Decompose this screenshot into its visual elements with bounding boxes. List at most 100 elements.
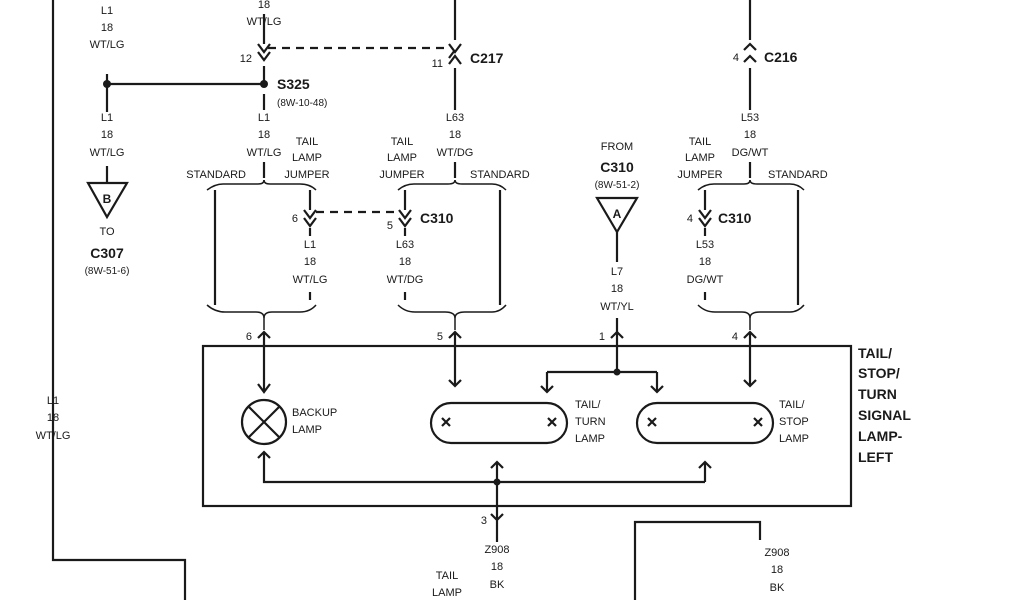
svg-text:TAIL: TAIL	[391, 136, 413, 148]
svg-text:WT/LG: WT/LG	[247, 147, 282, 159]
wire-lines	[51, 0, 800, 600]
svg-text:JUMPER: JUMPER	[379, 169, 424, 181]
svg-text:18: 18	[258, 129, 270, 141]
splice-dot	[260, 80, 268, 88]
svg-text:11: 11	[432, 58, 443, 70]
svg-text:6: 6	[246, 331, 252, 343]
svg-text:5: 5	[437, 331, 443, 343]
svg-text:BK: BK	[770, 582, 785, 594]
svg-text:DG/WT: DG/WT	[687, 274, 724, 286]
svg-text:TURN: TURN	[858, 386, 897, 402]
svg-text:L1: L1	[304, 239, 316, 251]
svg-text:18: 18	[101, 22, 113, 34]
svg-text:18: 18	[101, 129, 113, 141]
svg-text:TAIL/: TAIL/	[779, 399, 805, 411]
wire-label-s325: L1 18 WT/LG	[247, 112, 282, 159]
svg-text:18: 18	[771, 564, 783, 576]
svg-text:18: 18	[258, 0, 270, 11]
svg-text:18: 18	[304, 256, 316, 268]
marker-b: B	[86, 181, 129, 220]
tail-turn-lamp-label: TAIL/ TURN LAMP	[575, 399, 606, 445]
splice-s325: S325	[277, 76, 310, 92]
svg-text:3: 3	[481, 515, 487, 527]
component-title: TAIL/ STOP/ TURN SIGNAL LAMP- LEFT	[858, 345, 911, 465]
option-brackets	[206, 179, 805, 330]
svg-text:Z908: Z908	[764, 547, 789, 559]
svg-text:TURN: TURN	[575, 416, 606, 428]
svg-text:LAMP: LAMP	[685, 152, 715, 164]
svg-text:LAMP-: LAMP-	[858, 428, 903, 444]
svg-text:5: 5	[387, 220, 393, 232]
backup-lamp-label: BACKUP LAMP	[292, 407, 337, 436]
svg-text:BACKUP: BACKUP	[292, 407, 337, 419]
svg-text:STOP/: STOP/	[858, 365, 900, 381]
svg-text:(8W-51-6): (8W-51-6)	[85, 266, 130, 277]
svg-text:4: 4	[687, 213, 693, 225]
to-c307-label: TO C307 (8W-51-6)	[85, 226, 130, 277]
wire-label-top-left: L1 18 WT/LG	[90, 5, 125, 51]
wire-label-left-mid: L1 18 WT/LG	[90, 112, 125, 159]
svg-text:TO: TO	[99, 226, 115, 238]
connector-c216: C216	[764, 49, 798, 65]
bottom-tail-lamp-label: TAIL LAMP	[432, 570, 462, 599]
wire-label-l63-top: L63 18 WT/DG	[437, 112, 474, 159]
svg-text:18: 18	[449, 129, 461, 141]
svg-text:STANDARD: STANDARD	[768, 169, 828, 181]
wire-label-l53-jumper: L53 18 DG/WT	[687, 239, 724, 286]
svg-text:WT/LG: WT/LG	[90, 39, 125, 51]
connector-symbols	[257, 42, 757, 528]
svg-text:4: 4	[733, 52, 739, 64]
svg-text:C307: C307	[90, 245, 124, 261]
from-c310-label: FROM C310 (8W-51-2)	[595, 141, 640, 191]
svg-text:LAMP: LAMP	[575, 433, 605, 445]
svg-text:18: 18	[491, 561, 503, 573]
svg-text:L53: L53	[696, 239, 714, 251]
svg-text:WT/LG: WT/LG	[36, 430, 71, 442]
svg-text:WT/LG: WT/LG	[293, 274, 328, 286]
tail-stop-lamp-label: TAIL/ STOP LAMP	[779, 399, 809, 445]
wire-label-l63-jumper: L63 18 WT/DG	[387, 239, 424, 286]
connector-c217: C217	[470, 50, 504, 66]
wire-label-z908-right: Z908 18 BK	[764, 547, 789, 594]
svg-text:A: A	[613, 207, 622, 221]
svg-text:SIGNAL: SIGNAL	[858, 407, 911, 423]
svg-text:18: 18	[399, 256, 411, 268]
svg-text:BK: BK	[490, 579, 505, 591]
svg-text:WT/DG: WT/DG	[437, 147, 474, 159]
svg-text:18: 18	[744, 129, 756, 141]
svg-text:WT/LG: WT/LG	[90, 147, 125, 159]
svg-text:STOP: STOP	[779, 416, 809, 428]
backup-lamp-icon	[240, 398, 288, 446]
wire-label-l53-top: L53 18 DG/WT	[732, 112, 769, 159]
internal-wiring	[257, 346, 757, 506]
svg-text:L63: L63	[446, 112, 464, 124]
svg-text:L53: L53	[741, 112, 759, 124]
svg-text:STANDARD: STANDARD	[186, 169, 246, 181]
option-labels: STANDARD TAIL LAMP JUMPER TAIL LAMP JUMP…	[186, 136, 827, 181]
svg-text:4: 4	[732, 331, 738, 343]
svg-text:WT/DG: WT/DG	[387, 274, 424, 286]
svg-text:12: 12	[240, 53, 252, 65]
svg-text:L1: L1	[101, 112, 113, 124]
svg-text:WT/LG: WT/LG	[247, 16, 282, 28]
svg-text:STANDARD: STANDARD	[470, 169, 530, 181]
svg-text:L1: L1	[258, 112, 270, 124]
svg-text:18: 18	[47, 412, 59, 424]
svg-text:JUMPER: JUMPER	[284, 169, 329, 181]
tail-turn-lamp-icon	[429, 401, 569, 445]
wire-label-far-left: L1 18 WT/LG	[36, 395, 71, 442]
connector-c310-b: C310	[718, 210, 752, 226]
svg-text:TAIL: TAIL	[689, 136, 711, 148]
svg-text:TAIL/: TAIL/	[575, 399, 601, 411]
svg-text:JUMPER: JUMPER	[677, 169, 722, 181]
svg-text:Z908: Z908	[484, 544, 509, 556]
svg-text:LAMP: LAMP	[292, 152, 322, 164]
svg-text:TAIL: TAIL	[296, 136, 318, 148]
svg-text:L63: L63	[396, 239, 414, 251]
svg-text:LAMP: LAMP	[387, 152, 417, 164]
svg-text:TAIL: TAIL	[436, 570, 458, 582]
svg-text:LEFT: LEFT	[858, 449, 893, 465]
svg-text:LAMP: LAMP	[432, 587, 462, 599]
svg-text:DG/WT: DG/WT	[732, 147, 769, 159]
marker-a: A	[595, 196, 639, 235]
